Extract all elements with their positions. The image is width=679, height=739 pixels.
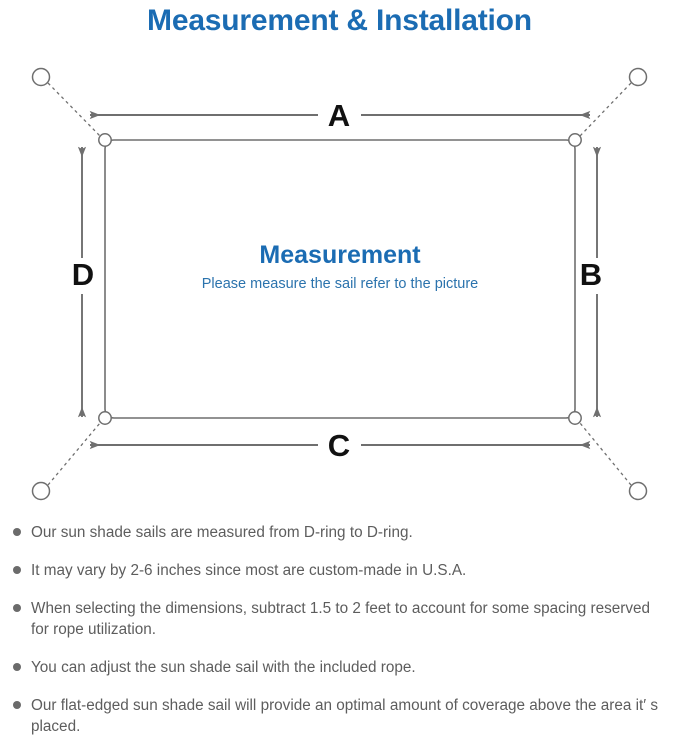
dashed-rope-line-bottom-right [579,422,632,486]
dimension-label-a: A [327,98,351,133]
d-rings [98,133,582,425]
note-text: It may vary by 2-6 inches since most are… [31,562,467,579]
sail-measurement-diagram: Measurement Please measure the sail refe… [0,44,679,514]
dashed-rope-line-bottom-left [47,422,101,486]
anchor-circle-icon-bottom-left [31,481,51,501]
list-item: You can adjust the sun shade sail with t… [0,657,679,678]
d-ring-icon-top-left [98,133,112,147]
anchor-circles [31,67,648,501]
bullet-dot-icon [13,701,21,709]
bullet-dot-icon [13,604,21,612]
note-text: Our sun shade sails are measured from D-… [31,524,413,541]
dashed-rope-line-top-left [47,82,101,137]
anchor-circle-icon-top-right [628,67,648,87]
list-item: Our sun shade sails are measured from D-… [0,522,679,543]
shade-sail-shape [104,139,576,419]
anchor-circle-icon-top-left [31,67,51,87]
list-item: Our flat-edged sun shade sail will provi… [0,695,679,737]
rope-lines [47,82,632,486]
list-item: It may vary by 2-6 inches since most are… [0,560,679,581]
d-ring-icon-top-right [568,133,582,147]
list-item: When selecting the dimensions, subtract … [0,598,679,640]
notes-list: Our sun shade sails are measured from D-… [0,522,679,737]
d-ring-icon-bottom-right [568,411,582,425]
dimension-label-b: B [579,257,603,292]
anchor-circle-icon-bottom-right [628,481,648,501]
note-text: You can adjust the sun shade sail with t… [31,659,416,676]
dimension-label-d: D [71,257,95,292]
d-ring-icon-bottom-left [98,411,112,425]
page-title: Measurement & Installation [147,4,532,37]
note-text: When selecting the dimensions, subtract … [31,600,651,638]
dimension-label-c: C [327,428,351,463]
dashed-rope-line-top-right [579,82,632,137]
bullet-dot-icon [13,566,21,574]
note-text: Our flat-edged sun shade sail will provi… [31,697,659,735]
bullet-dot-icon [13,528,21,536]
bullet-dot-icon [13,663,21,671]
